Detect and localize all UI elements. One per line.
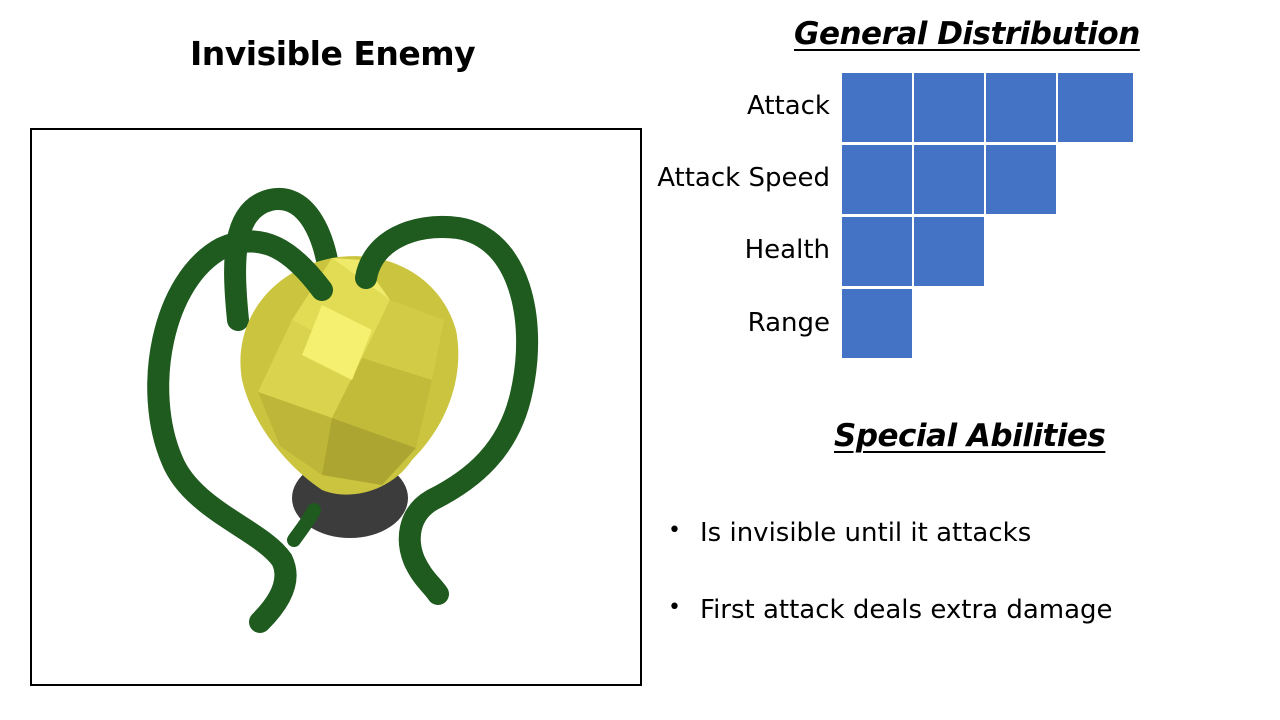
page-title: Invisible Enemy (190, 34, 476, 73)
stat-label-attack-speed: Attack Speed (657, 163, 830, 193)
stat-bar-cell-health (914, 217, 984, 286)
stat-bar-cell-attack (986, 73, 1056, 142)
stat-bar-cell-attack (914, 73, 984, 142)
lightbulb-creature-icon (147, 187, 539, 633)
stat-bar-cell-attack (842, 73, 912, 142)
ability-text: First attack deals extra damage (700, 595, 1113, 625)
stat-bar-cell-attack (1058, 73, 1133, 142)
bullet-icon: • (668, 518, 681, 543)
stat-bar-cell-attack-speed (914, 145, 984, 214)
enemy-image-frame (30, 128, 642, 686)
ability-text: Is invisible until it attacks (700, 518, 1032, 548)
stat-bar-cell-attack-speed (842, 145, 912, 214)
stat-bar-cell-attack-speed (986, 145, 1056, 214)
stat-label-health: Health (744, 235, 830, 265)
stat-bar-cell-health (842, 217, 912, 286)
stat-bar-cell-range (842, 289, 912, 358)
distribution-heading: General Distribution (794, 16, 1140, 52)
bullet-icon: • (668, 595, 681, 620)
stat-label-range: Range (747, 308, 830, 338)
abilities-heading: Special Abilities (834, 418, 1106, 454)
stat-label-attack: Attack (746, 91, 830, 121)
